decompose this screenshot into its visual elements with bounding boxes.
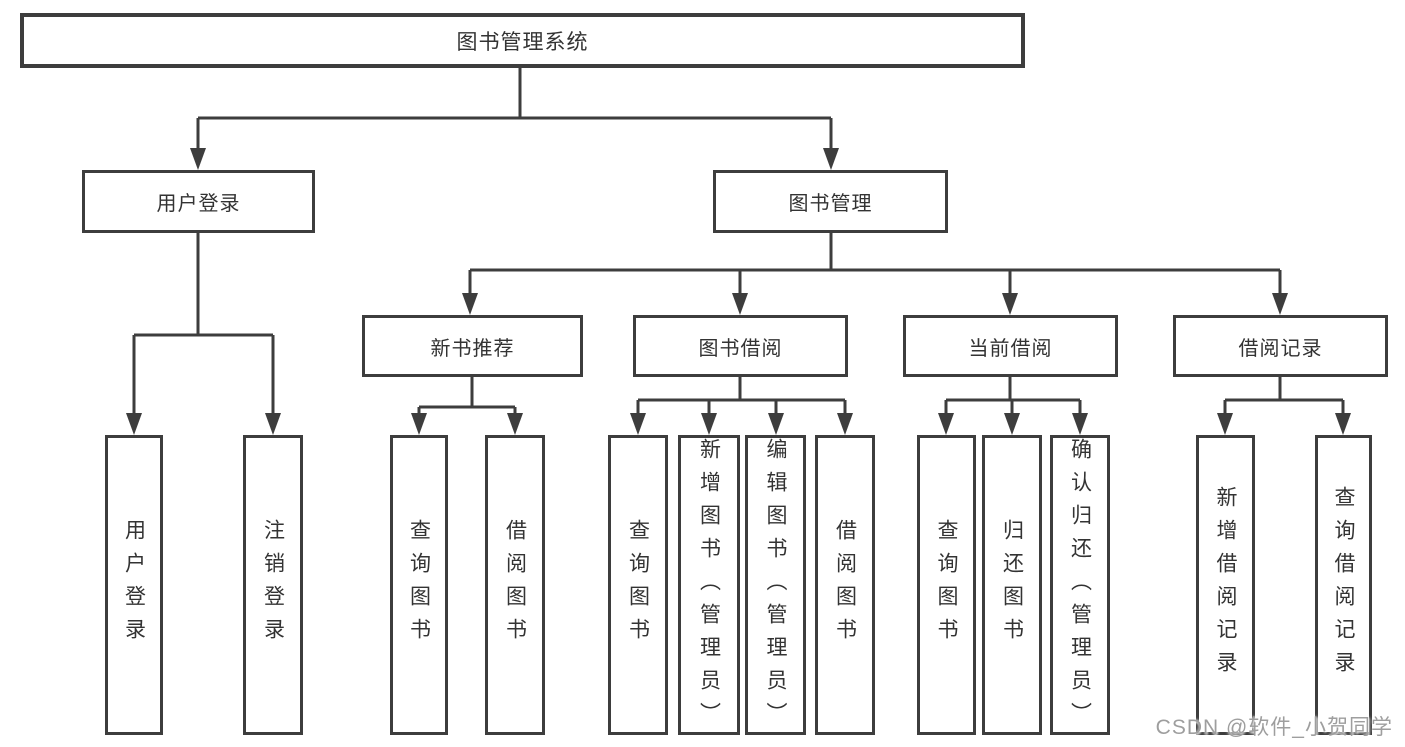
node-new-book-recommend: 新书推荐 <box>362 315 583 377</box>
node-leaf-query-borrow-record: 查询借阅记录 <box>1315 435 1372 735</box>
arrow-down-icon <box>732 293 748 315</box>
node-book-borrowing: 图书借阅 <box>633 315 848 377</box>
connector-book-borrow-to-leaves <box>636 377 847 419</box>
node-leaf-add-books-admin: 新增图书（管理员） <box>678 435 740 735</box>
node-leaf-return-books-label: 归还图书 <box>1000 519 1024 651</box>
node-leaf-add-borrow-record: 新增借阅记录 <box>1196 435 1255 735</box>
node-leaf-logout: 注销登录 <box>243 435 303 735</box>
arrow-down-icon <box>190 148 206 170</box>
node-leaf-current-query-books: 查询图书 <box>917 435 976 735</box>
connector-new-book-to-leaves <box>417 377 517 419</box>
node-leaf-borrowing-borrow-books: 借阅图书 <box>815 435 875 735</box>
node-leaf-query-borrow-record-label: 查询借阅记录 <box>1332 486 1355 684</box>
node-leaf-borrowing-query-books-label: 查询图书 <box>626 519 650 651</box>
node-borrowing-records-label: 借阅记录 <box>1238 337 1323 360</box>
node-current-borrowing-label: 当前借阅 <box>968 337 1053 360</box>
arrow-down-icon <box>823 148 839 170</box>
node-leaf-add-borrow-record-label: 新增借阅记录 <box>1214 486 1237 684</box>
arrow-down-icon <box>126 413 142 435</box>
arrow-down-icon <box>411 413 427 435</box>
node-leaf-return-books: 归还图书 <box>982 435 1042 735</box>
arrow-down-icon <box>630 413 646 435</box>
arrow-down-icon <box>1072 413 1088 435</box>
node-leaf-confirm-return-admin: 确认归还（管理员） <box>1050 435 1110 735</box>
node-user-login: 用户登录 <box>82 170 315 233</box>
node-current-borrowing: 当前借阅 <box>903 315 1118 377</box>
node-leaf-recommend-query-books: 查询图书 <box>390 435 448 735</box>
connector-borrow-records-to-leaves <box>1223 377 1345 419</box>
node-leaf-borrowing-borrow-books-label: 借阅图书 <box>833 519 857 651</box>
connector-book-mgmt-to-level3 <box>468 233 1282 297</box>
node-root: 图书管理系统 <box>20 13 1025 68</box>
node-leaf-edit-books-admin: 编辑图书（管理员） <box>745 435 806 735</box>
node-leaf-recommend-query-books-label: 查询图书 <box>407 519 431 651</box>
arrow-down-icon <box>938 413 954 435</box>
node-new-book-recommend-label: 新书推荐 <box>430 337 515 360</box>
node-leaf-current-query-books-label: 查询图书 <box>935 519 958 651</box>
node-leaf-recommend-borrow-books: 借阅图书 <box>485 435 545 735</box>
arrow-down-icon <box>265 413 281 435</box>
arrowheads <box>126 148 1351 435</box>
node-leaf-add-books-admin-label: 新增图书（管理员） <box>697 438 721 735</box>
arrow-down-icon <box>507 413 523 435</box>
node-book-management: 图书管理 <box>713 170 948 233</box>
arrow-down-icon <box>768 413 784 435</box>
arrow-down-icon <box>1272 293 1288 315</box>
node-borrowing-records: 借阅记录 <box>1173 315 1388 377</box>
arrow-down-icon <box>1004 413 1020 435</box>
arrow-down-icon <box>462 293 478 315</box>
node-leaf-borrowing-query-books: 查询图书 <box>608 435 668 735</box>
node-leaf-edit-books-admin-label: 编辑图书（管理员） <box>764 438 787 735</box>
connector-user-login-to-leaves <box>132 233 275 417</box>
arrow-down-icon <box>1217 413 1233 435</box>
connector-current-borrow-to-leaves <box>944 377 1082 419</box>
node-leaf-confirm-return-admin-label: 确认归还（管理员） <box>1068 438 1092 735</box>
node-root-label: 图书管理系统 <box>456 30 589 54</box>
arrow-down-icon <box>701 413 717 435</box>
node-book-management-label: 图书管理 <box>788 193 873 215</box>
node-leaf-user-login: 用户登录 <box>105 435 163 735</box>
node-leaf-user-login-label: 用户登录 <box>122 519 146 651</box>
node-leaf-recommend-borrow-books-label: 借阅图书 <box>503 519 527 651</box>
arrow-down-icon <box>1335 413 1351 435</box>
arrow-down-icon <box>837 413 853 435</box>
connector-root-to-level2 <box>196 68 833 152</box>
node-book-borrowing-label: 图书借阅 <box>698 337 783 360</box>
node-leaf-logout-label: 注销登录 <box>261 519 285 651</box>
csdn-watermark: CSDN @软件_小贺同学 <box>1155 716 1393 739</box>
arrow-down-icon <box>1002 293 1018 315</box>
node-user-login-label: 用户登录 <box>156 193 241 215</box>
